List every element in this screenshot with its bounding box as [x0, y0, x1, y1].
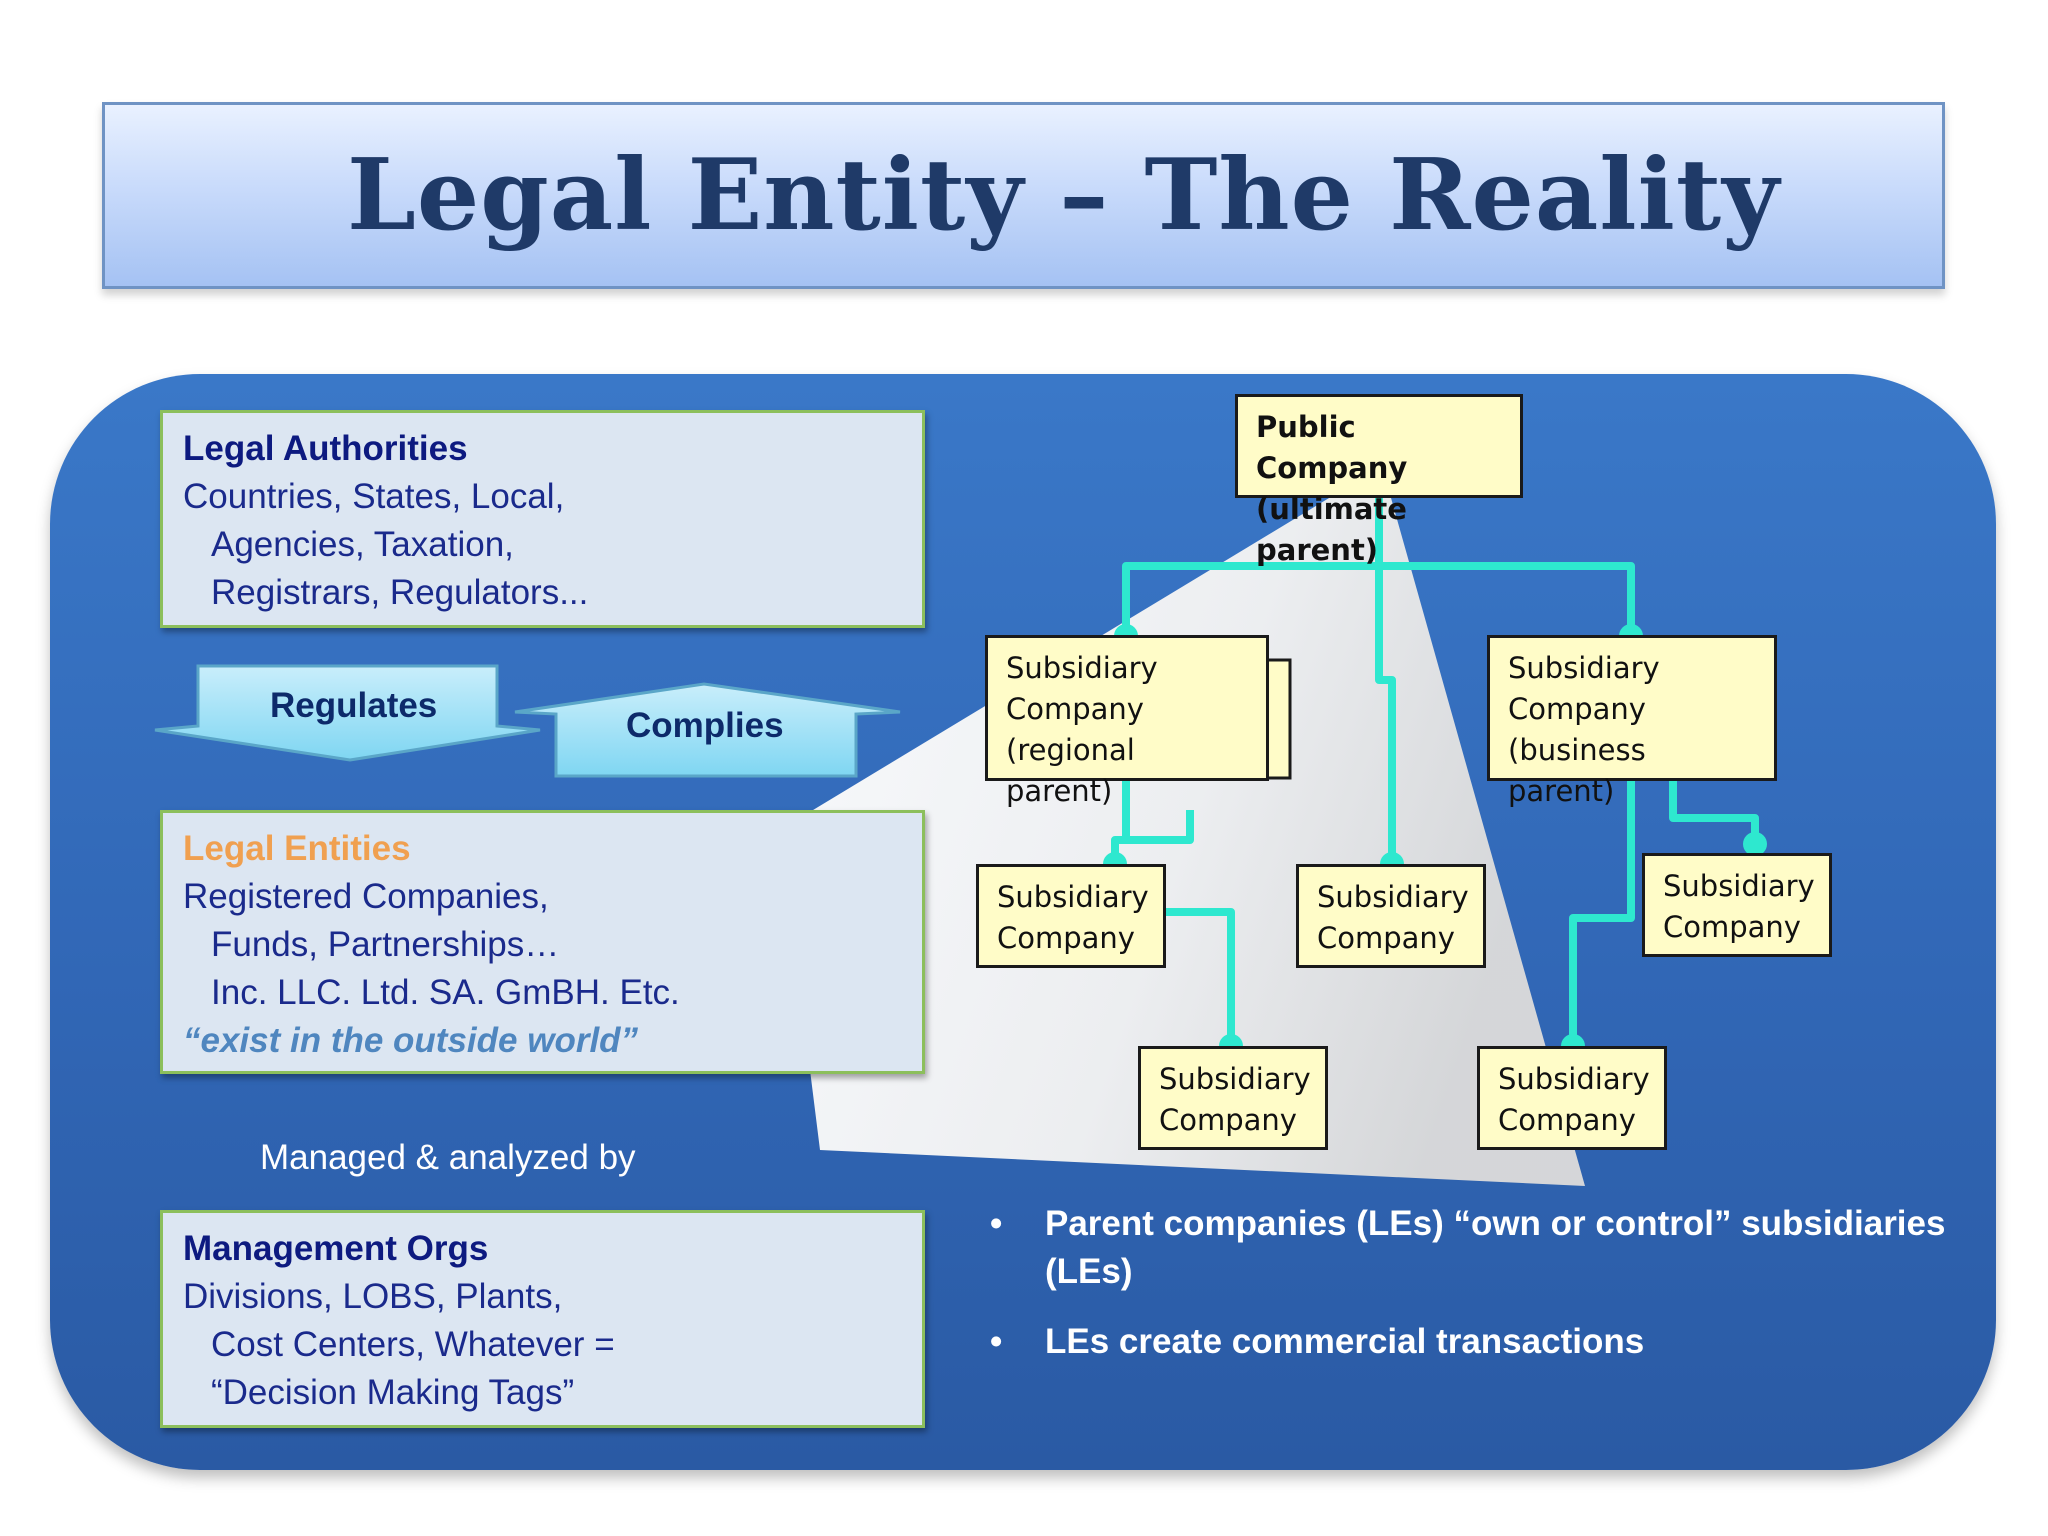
node-label: (ultimate parent) [1256, 492, 1407, 567]
node-label: Public Company [1256, 410, 1408, 485]
legal-authorities-line: Registrars, Regulators... [211, 573, 589, 612]
subsidiary-node: Subsidiary Company [1138, 1046, 1328, 1150]
node-label: (regional parent) [1006, 733, 1135, 808]
legal-authorities-line: Agencies, Taxation, [211, 525, 514, 564]
node-label: Company [1317, 921, 1455, 955]
legal-authorities-heading: Legal Authorities [183, 429, 468, 468]
public-company-node: Public Company (ultimate parent) [1235, 394, 1523, 567]
bullet-dot-icon: • [990, 1204, 1003, 1243]
bullet-item: • LEs create commercial transactions [990, 1318, 1950, 1366]
node-label: Company [1663, 910, 1801, 944]
node-label: Subsidiary [997, 880, 1149, 914]
node-label: (business parent) [1508, 733, 1646, 808]
management-orgs-heading: Management Orgs [183, 1229, 489, 1268]
complies-label: Complies [626, 706, 784, 745]
bullet-text: LEs create commercial transactions [1045, 1322, 1645, 1361]
regional-parent-node: Subsidiary Company (regional parent) [985, 635, 1269, 808]
legal-entities-heading: Legal Entities [183, 829, 411, 868]
subsidiary-node: Subsidiary Company [976, 864, 1166, 968]
management-orgs-line: “Decision Making Tags” [211, 1373, 575, 1412]
legal-entities-line: Funds, Partnerships… [211, 925, 560, 964]
node-label: Subsidiary [1317, 880, 1469, 914]
bullet-text: Parent companies (LEs) “own or control” … [1045, 1204, 1946, 1291]
bullet-item: • Parent companies (LEs) “own or control… [990, 1200, 1950, 1296]
node-label: Subsidiary [1663, 869, 1815, 903]
legal-authorities-box: Legal Authorities Countries, States, Loc… [160, 410, 925, 628]
subsidiary-node: Subsidiary Company [1477, 1046, 1667, 1150]
regulates-arrow [154, 664, 541, 762]
management-orgs-box: Management Orgs Divisions, LOBS, Plants,… [160, 1210, 925, 1428]
regulates-label: Regulates [270, 686, 438, 725]
node-label: Company [1498, 1103, 1636, 1137]
legal-authorities-line: Countries, States, Local, [183, 477, 565, 516]
subsidiary-node: Subsidiary Company [1296, 864, 1486, 968]
bullet-list: • Parent companies (LEs) “own or control… [990, 1200, 1950, 1388]
node-label: Subsidiary [1498, 1062, 1650, 1096]
complies-arrow [514, 682, 901, 778]
managed-by-label: Managed & analyzed by [260, 1138, 636, 1177]
node-label: Subsidiary [1006, 651, 1158, 685]
page-title: Legal Entity – The Reality [346, 138, 1781, 253]
spotlight-cone [780, 466, 1585, 1186]
legal-entities-quote: “exist in the outside world” [183, 1021, 639, 1060]
legal-entities-line: Registered Companies, [183, 877, 549, 916]
node-label: Subsidiary [1508, 651, 1660, 685]
node-label: Subsidiary [1159, 1062, 1311, 1096]
title-banner: Legal Entity – The Reality [102, 102, 1945, 289]
node-label: Company [1159, 1103, 1297, 1137]
legal-entities-box: Legal Entities Registered Companies, Fun… [160, 810, 925, 1074]
node-label: Company [997, 921, 1135, 955]
bullet-dot-icon: • [990, 1322, 1003, 1361]
management-orgs-line: Divisions, LOBS, Plants, [183, 1277, 563, 1316]
legal-entities-line: Inc. LLC. Ltd. SA. GmBH. Etc. [211, 973, 680, 1012]
business-parent-node: Subsidiary Company (business parent) [1487, 635, 1777, 808]
subsidiary-node: Subsidiary Company [1642, 853, 1832, 957]
management-orgs-line: Cost Centers, Whatever = [211, 1325, 615, 1364]
node-label: Company [1006, 692, 1144, 726]
node-label: Company [1508, 692, 1646, 726]
